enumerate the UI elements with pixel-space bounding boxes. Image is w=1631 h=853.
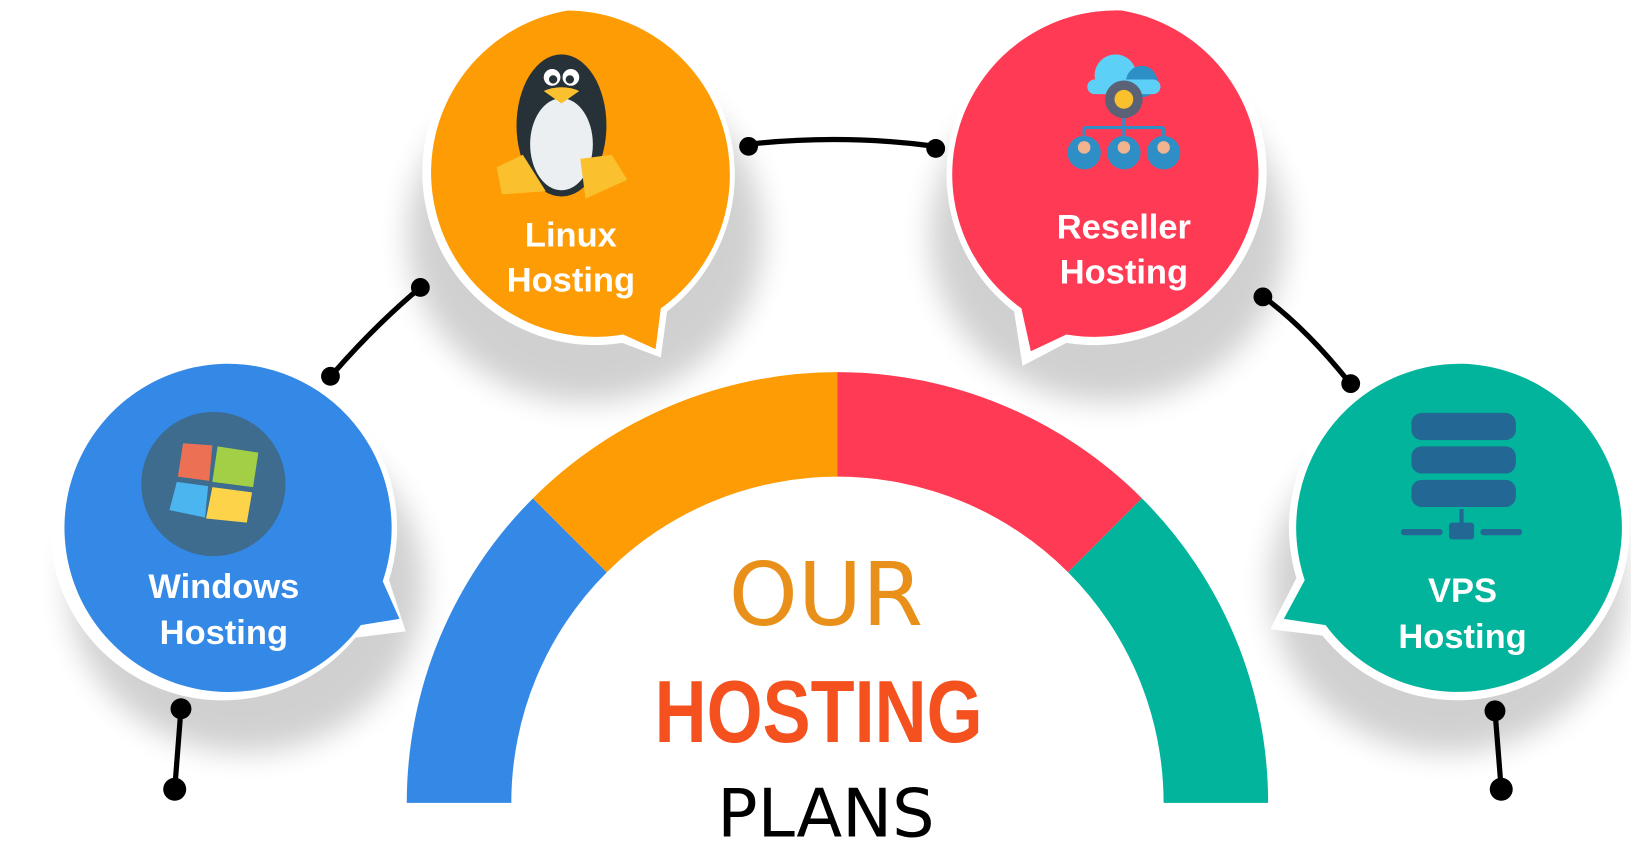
plan-vps-hosting[interactable]: VPS Hosting	[1270, 355, 1630, 753]
plan-vps-line1: VPS	[1428, 572, 1497, 610]
plan-reseller-line1: Reseller	[1057, 208, 1191, 246]
arch-segment-windows	[406, 498, 607, 803]
arch-segment-vps	[1068, 498, 1269, 803]
plan-linux-line1: Linux	[525, 217, 617, 255]
arch-gauge	[406, 372, 1269, 803]
server-stack-icon	[1400, 412, 1523, 540]
plan-windows-line2: Hosting	[160, 614, 288, 652]
title-hosting: HOSTING	[655, 663, 983, 761]
connector-windows-linux	[330, 285, 423, 376]
windows-logo-icon	[141, 411, 286, 557]
plan-reseller-line2: Hosting	[1060, 253, 1188, 291]
plan-reseller-hosting[interactable]: Reseller Hosting	[930, 2, 1286, 403]
plan-windows-hosting[interactable]: Windows Hosting	[50, 355, 424, 753]
arch-segment-linux	[532, 372, 838, 573]
plan-vps-line2: Hosting	[1398, 618, 1526, 656]
plan-windows-line1: Windows	[148, 568, 299, 606]
arch-segment-reseller	[837, 372, 1142, 573]
plan-linux-hosting[interactable]: Linux Hosting	[407, 2, 764, 403]
title-plans: PLANS	[717, 774, 934, 852]
title-our: OUR	[729, 544, 923, 646]
linux-penguin-icon	[496, 54, 628, 199]
connector-reseller-vps	[1263, 295, 1351, 384]
connector-linux-reseller	[748, 136, 937, 149]
cloud-network-users-icon	[1067, 54, 1181, 170]
plan-linux-line2: Hosting	[507, 262, 635, 300]
